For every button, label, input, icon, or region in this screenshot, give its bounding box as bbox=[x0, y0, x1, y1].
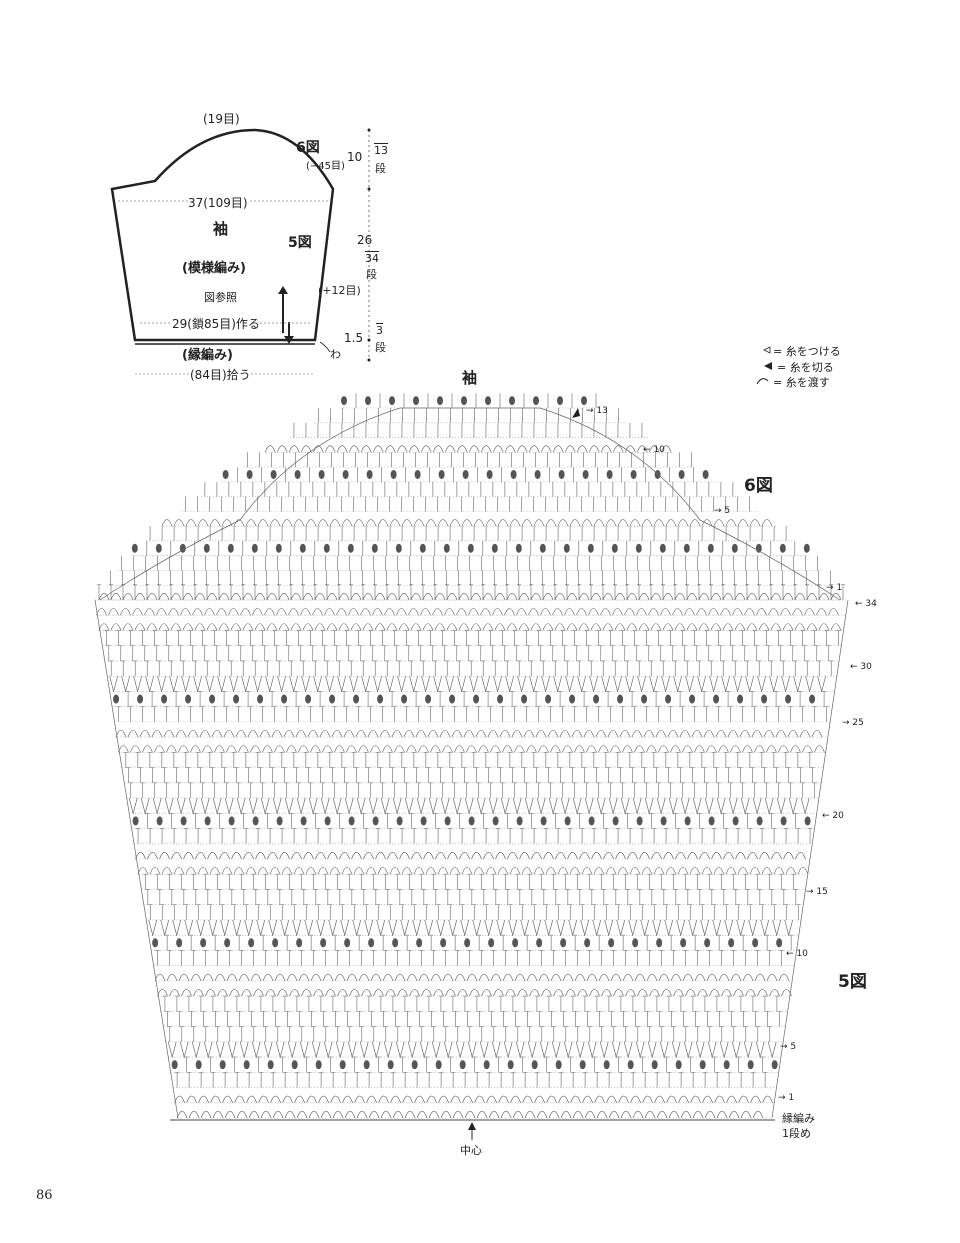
body-row-label: ← 34 bbox=[855, 599, 877, 609]
body-row-label: ← 30 bbox=[850, 662, 872, 672]
stitch-chart bbox=[94, 393, 849, 1121]
chart-center-label: 中心 bbox=[460, 1144, 482, 1157]
schematic-refer-figure: 図参照 bbox=[204, 291, 237, 304]
cap-row-label: → 13 bbox=[586, 406, 608, 416]
chart-title: 袖 bbox=[462, 369, 478, 387]
cut-yarn-symbol bbox=[764, 362, 772, 370]
schematic-title: 袖 bbox=[213, 220, 229, 238]
schematic-edge-label: (縁編み) bbox=[182, 348, 233, 363]
carry-yarn-symbol bbox=[756, 378, 769, 385]
legend-cut-yarn: = 糸を切る bbox=[777, 361, 834, 374]
cap-row-label: ← 10 bbox=[643, 445, 665, 455]
attach-yarn-symbol bbox=[763, 346, 771, 354]
legend-carry-yarn: = 糸を渡す bbox=[773, 376, 830, 389]
body-row-label: → 5 bbox=[780, 1042, 797, 1052]
cap-row-label: → 1 bbox=[826, 583, 843, 593]
schematic-pickup-label: (84目)拾う bbox=[190, 366, 251, 383]
schematic-height-1-5: 1.5 bbox=[344, 331, 364, 345]
schematic-width-label: 37(109目) bbox=[188, 194, 248, 211]
schematic-decrease-label: (−45目) bbox=[306, 161, 345, 172]
sleeve-schematic-outline bbox=[110, 128, 335, 342]
schematic-rows-unit-c: 段 bbox=[375, 341, 386, 354]
body-row-label: ← 20 bbox=[822, 811, 844, 821]
chart-fig5-label: 5図 bbox=[838, 972, 867, 992]
body-row-label: ← 10 bbox=[786, 949, 808, 959]
chart-edge-note-2: 1段め bbox=[782, 1127, 811, 1140]
chart-edge-note-1: 縁編み bbox=[782, 1112, 815, 1125]
schematic-loop-label: わ bbox=[330, 348, 341, 361]
body-row-label: → 25 bbox=[842, 718, 864, 728]
cap-row-label: → 5 bbox=[714, 506, 731, 516]
schematic-increase-label: (+12目) bbox=[318, 284, 361, 297]
schematic-height-26: 26 bbox=[357, 233, 373, 247]
legend-attach-yarn: = 糸をつける bbox=[773, 345, 841, 358]
page-number: 86 bbox=[36, 1188, 53, 1203]
schematic-fig6-label: 6図 bbox=[296, 140, 320, 156]
schematic-rows-unit-a: 段 bbox=[375, 162, 386, 175]
schematic-rows-3: 3 bbox=[376, 324, 383, 337]
schematic-pattern-name: (模様編み) bbox=[182, 261, 246, 276]
schematic-bottom-chain: 29(鎖85目)作る bbox=[172, 315, 260, 332]
schematic-rows-unit-b: 段 bbox=[366, 268, 377, 281]
body-row-label: → 15 bbox=[806, 887, 828, 897]
schematic-rows-13: 13 bbox=[374, 144, 388, 157]
chart-fig6-label: 6図 bbox=[744, 476, 773, 496]
body-row-label: → 1 bbox=[778, 1093, 795, 1103]
schematic-fig5-label: 5図 bbox=[288, 235, 312, 251]
schematic-top-stitches: (19目) bbox=[203, 112, 240, 126]
schematic-height-10: 10 bbox=[347, 150, 363, 164]
schematic-rows-34: 34 bbox=[365, 252, 379, 265]
